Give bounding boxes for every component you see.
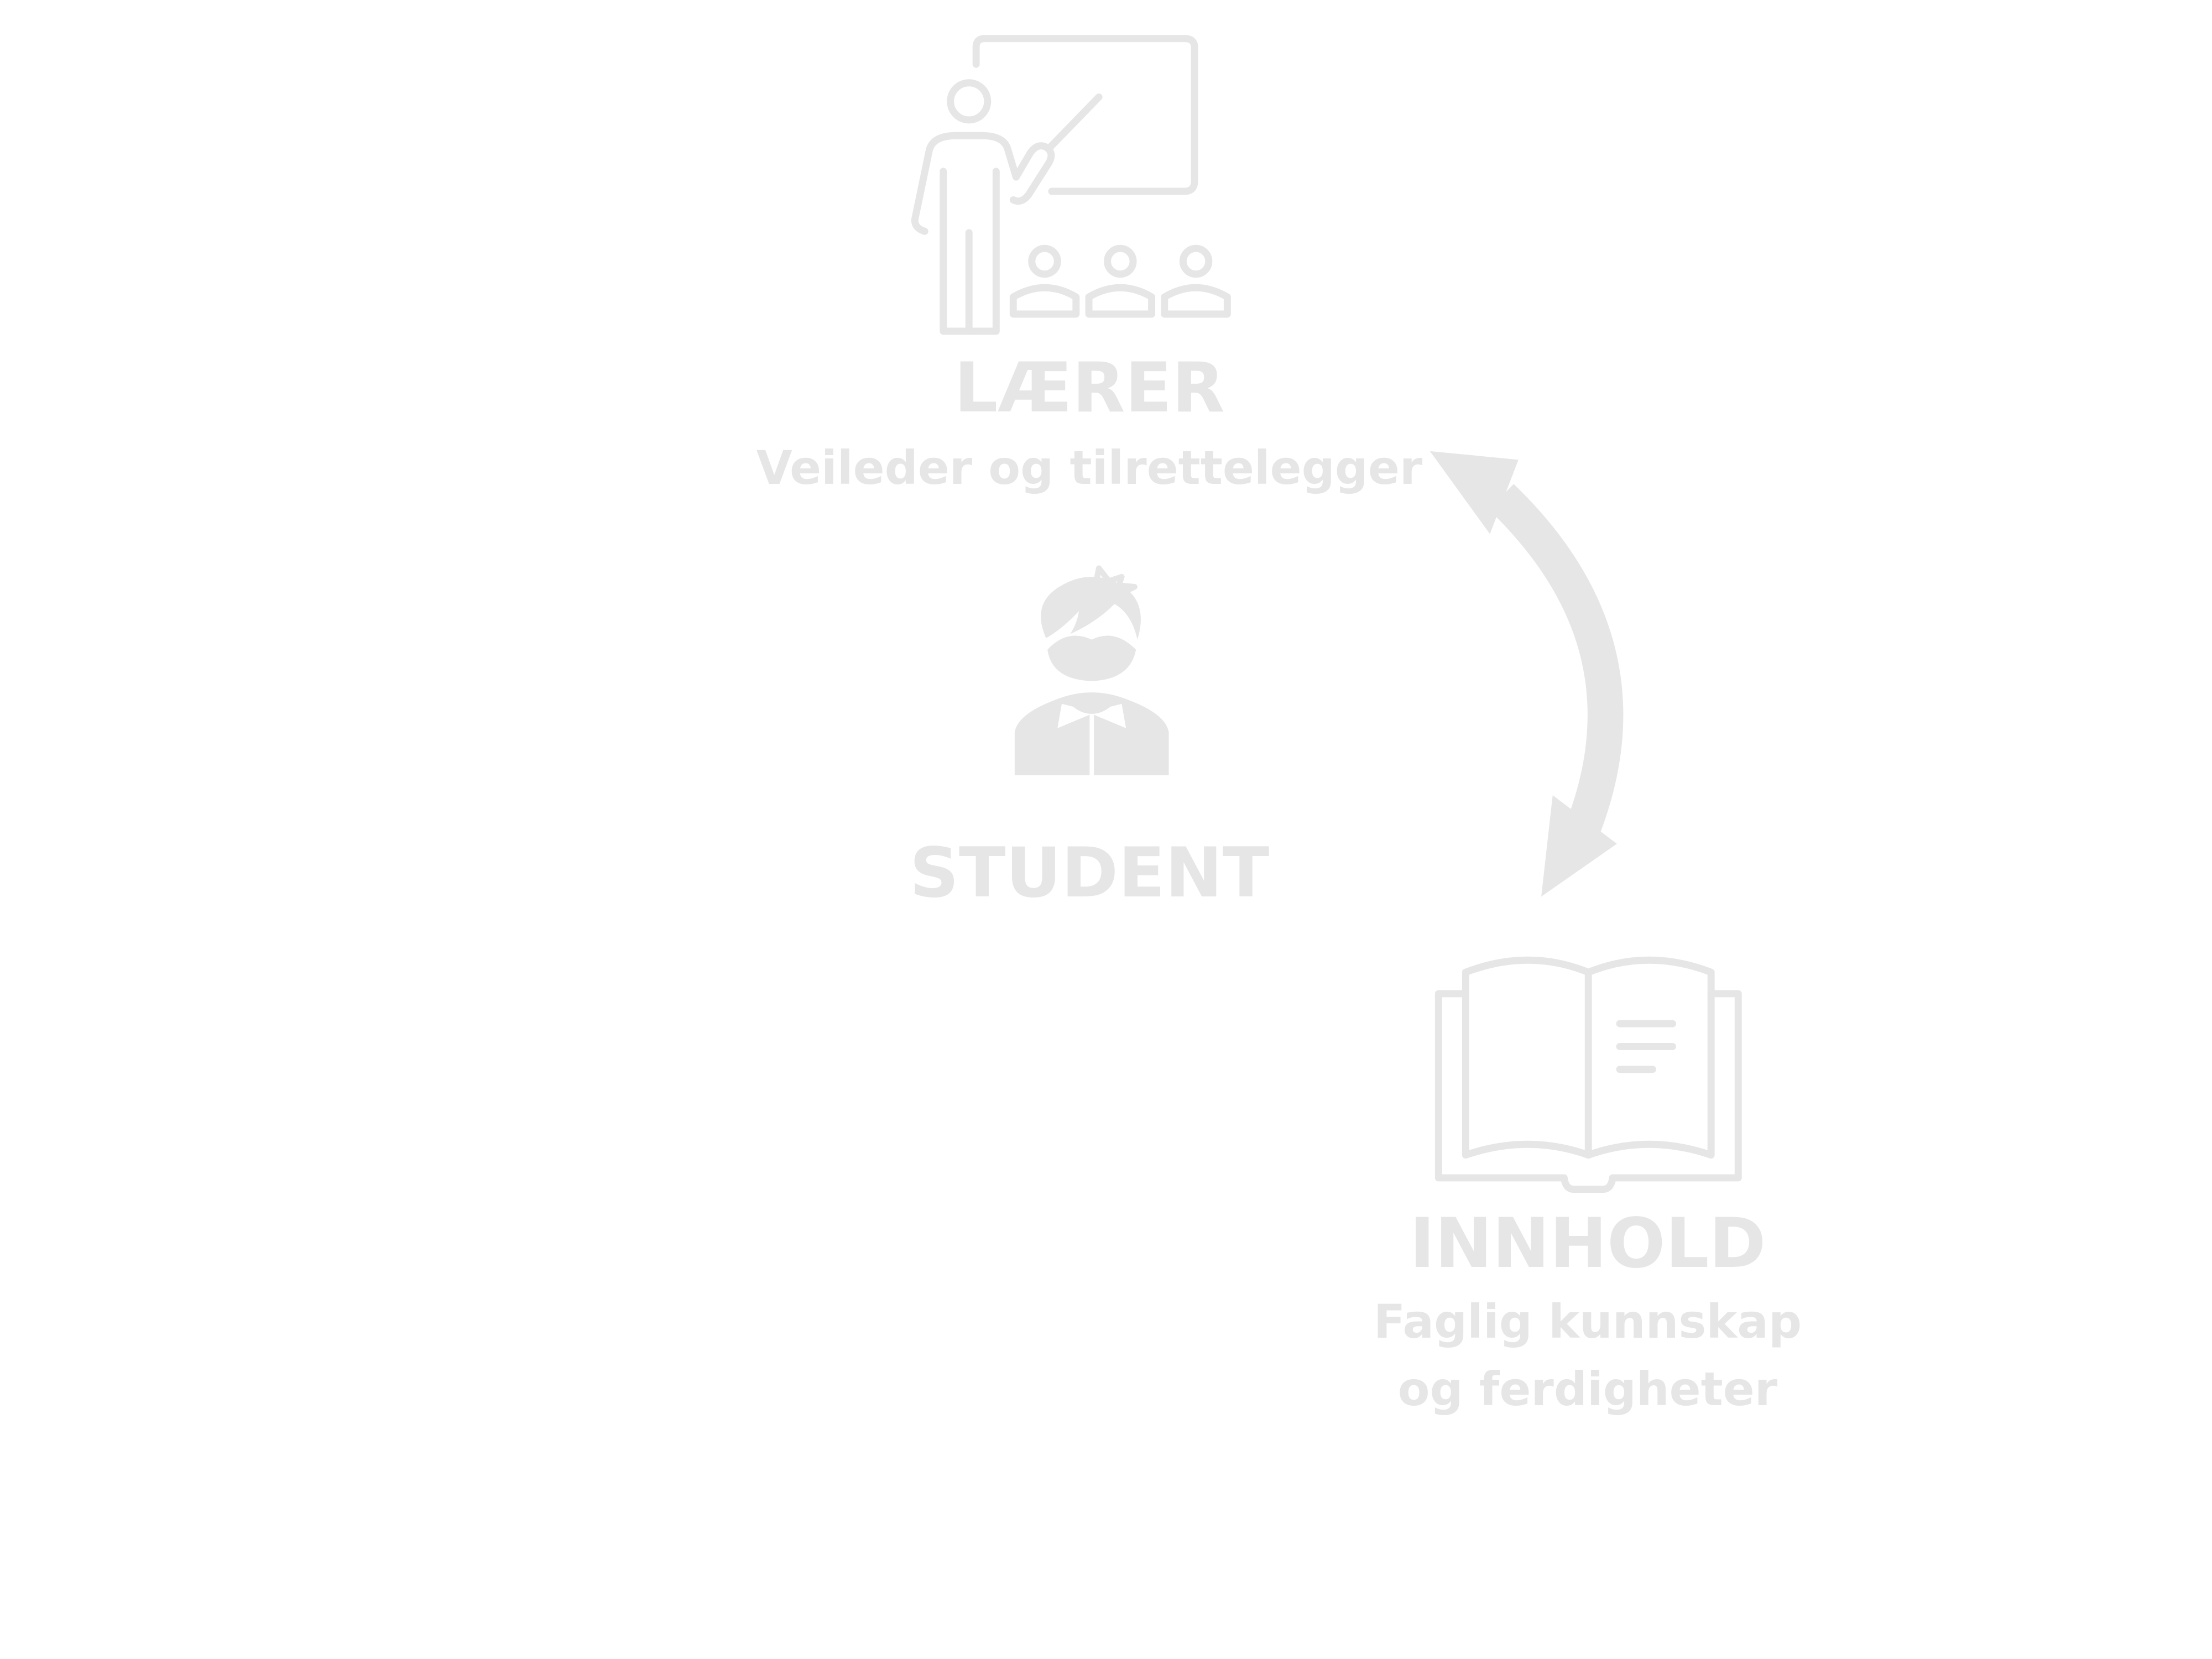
double-headed-curved-arrow	[1430, 451, 1624, 897]
student-title: STUDENT	[909, 833, 1270, 913]
student-icon	[1014, 565, 1169, 775]
content-subtitle-line2: og ferdigheter	[1397, 1362, 1778, 1416]
open-book-icon	[1434, 956, 1742, 1193]
content-title: INNHOLD	[1409, 1204, 1766, 1284]
teacher-at-whiteboard-icon	[911, 35, 1231, 335]
content-subtitle-line1: Faglig kunnskap	[1373, 1295, 1802, 1349]
teacher-subtitle: Veileder og tilrettelegger	[756, 441, 1423, 495]
teacher-title: LÆRER	[954, 348, 1225, 428]
